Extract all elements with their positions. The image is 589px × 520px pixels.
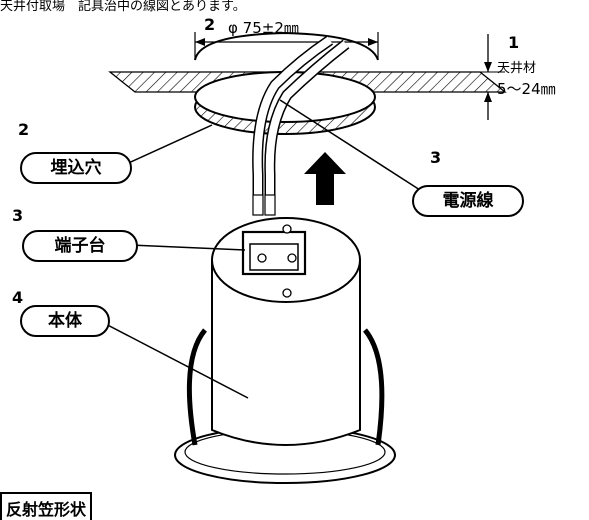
callout-number: 2 — [18, 120, 30, 139]
embed-hole — [194, 31, 379, 135]
ceiling-thickness-label: 5〜24㎜ — [497, 80, 556, 98]
body-label: 本体 — [20, 305, 110, 337]
thickness-dimension — [480, 34, 505, 120]
callout-number: 1 — [508, 33, 520, 52]
power-line-label: 電源線 — [412, 185, 524, 217]
insert-arrow-icon — [304, 152, 346, 205]
callout-number: 4 — [12, 288, 24, 307]
ceiling-material-label: 天井材 — [497, 61, 537, 76]
power-cable — [252, 35, 350, 216]
callout-number: 3 — [12, 206, 24, 225]
callout-number: 3 — [430, 148, 442, 167]
diameter-label: φ 75±2㎜ — [228, 19, 299, 37]
diameter-dimension — [194, 32, 379, 60]
embed-hole-label: 埋込穴 — [20, 152, 132, 184]
callout-number: 2 — [204, 15, 216, 34]
top-caption: 天井付取場 記具治中の線図とあります。 — [0, 0, 246, 14]
terminal-block-label: 端子台 — [22, 230, 138, 262]
fixture-body — [174, 217, 396, 484]
reflector-shape-heading: 反射笠形状 — [0, 492, 93, 520]
